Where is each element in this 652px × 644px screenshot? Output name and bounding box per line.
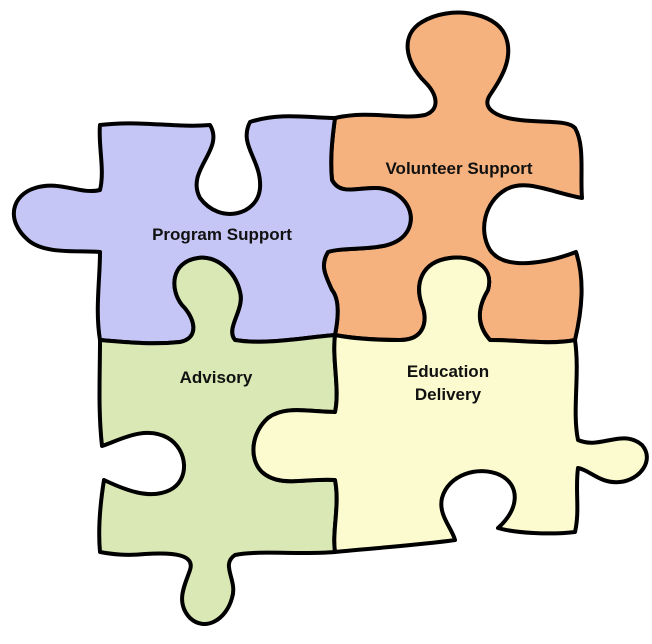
education-delivery-label-line-2: Delivery [415, 385, 482, 404]
education-delivery-label-line-1: Education [407, 362, 489, 381]
advisory-label: Advisory [180, 368, 253, 387]
program-support-piece [11, 114, 413, 346]
volunteer-support-label: Volunteer Support [385, 159, 532, 178]
education-delivery-piece [251, 255, 649, 554]
program-support-label: Program Support [152, 225, 292, 244]
